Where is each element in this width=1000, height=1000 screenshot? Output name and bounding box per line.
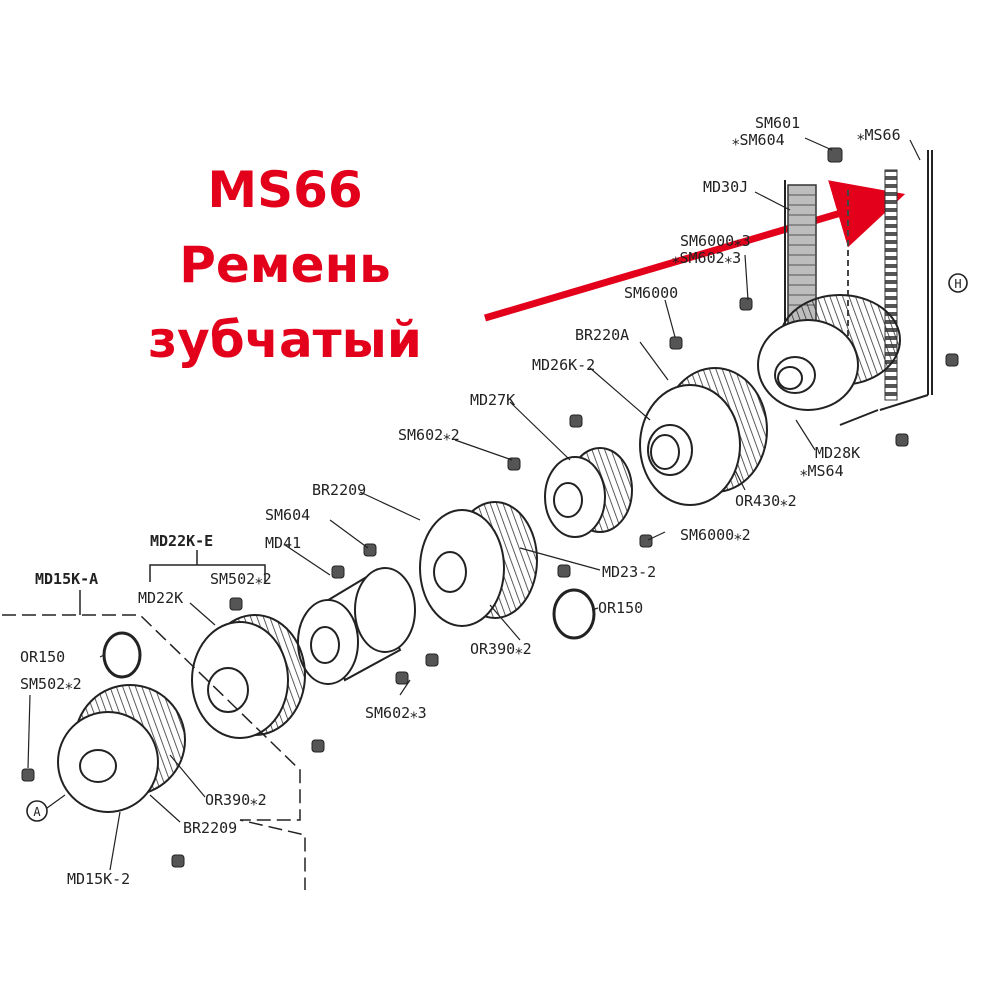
- label-sm502-2-left: SM502⁎2: [20, 675, 82, 693]
- label-md22k: MD22K: [138, 589, 183, 607]
- label-sm6000-2: SM6000⁎2: [680, 526, 751, 544]
- callout-part-code: MS66: [207, 161, 363, 219]
- sleeve-md41: [297, 567, 416, 685]
- o-ring-or150-right: [552, 588, 596, 640]
- pulley-md23-2: [419, 501, 538, 627]
- label-br2209-bot: BR2209: [183, 819, 237, 837]
- label-md28k: MD28K: [815, 444, 860, 462]
- label-ms64: ⁎MS64: [800, 462, 844, 480]
- group-bracket-md22k-e: [149, 550, 266, 582]
- part-labels: SM601 ⁎SM604 ⁎MS66 MD30J SM6000⁎3 ⁎SM602…: [20, 114, 901, 888]
- group-bracket-md15k-a: [2, 590, 306, 890]
- set-screws: [21, 147, 959, 868]
- label-md15k-a: MD15K-A: [35, 570, 98, 588]
- label-or150-right: OR150: [598, 599, 643, 617]
- label-sm602-2: SM602⁎2: [398, 426, 460, 444]
- pulley-md22k: [191, 614, 306, 739]
- label-md41: MD41: [265, 534, 301, 552]
- label-sm602-3-bot: SM602⁎3: [365, 704, 427, 722]
- label-sm6000: SM6000: [624, 284, 678, 302]
- label-md30j: MD30J: [703, 178, 748, 196]
- pulley-md15k-2: [57, 684, 186, 813]
- label-or390-2-bot: OR390⁎2: [205, 791, 267, 809]
- label-md23-2: MD23-2: [602, 563, 656, 581]
- circle-marker-a-label: A: [33, 805, 41, 819]
- callout-arrow: [484, 180, 906, 322]
- label-or430-2: OR430⁎2: [735, 492, 797, 510]
- label-md15k-2: MD15K-2: [67, 870, 130, 888]
- label-sm6000-3: SM6000⁎3: [680, 232, 751, 250]
- circle-marker-h: [948, 273, 968, 293]
- label-ms66-top: ⁎MS66: [857, 126, 901, 144]
- label-br220a: BR220A: [575, 326, 629, 344]
- belt-md30j-hatching: [788, 194, 816, 306]
- belt-frame: [784, 150, 933, 426]
- label-sm604-mid: SM604: [265, 506, 310, 524]
- callout-part-name-line2: зубчатый: [148, 311, 422, 369]
- label-or150-left: OR150: [20, 648, 65, 666]
- leader-lines: [27, 137, 921, 871]
- label-br2209-mid: BR2209: [312, 481, 366, 499]
- label-sm502-2-mid: SM502⁎2: [210, 570, 272, 588]
- o-ring-or150-left: [102, 631, 142, 679]
- pulley-md28k: [757, 294, 901, 411]
- label-md26k-2: MD26K-2: [532, 356, 595, 374]
- label-sm601: SM601: [755, 114, 800, 132]
- wheel-md26k-2: [639, 367, 768, 506]
- label-or390-2-mid: OR390⁎2: [470, 640, 532, 658]
- callout-part-name-line1: Ремень: [179, 236, 391, 294]
- pulley-md27k: [544, 447, 633, 538]
- label-sm604-top: ⁎SM604: [732, 131, 785, 149]
- circle-marker-a: [26, 800, 48, 822]
- label-md22k-e: MD22K-E: [150, 532, 213, 550]
- label-md27k: MD27K: [470, 391, 515, 409]
- label-sm602-3-top: ⁎SM602⁎3: [672, 249, 741, 267]
- circle-marker-h-label: H: [954, 277, 961, 291]
